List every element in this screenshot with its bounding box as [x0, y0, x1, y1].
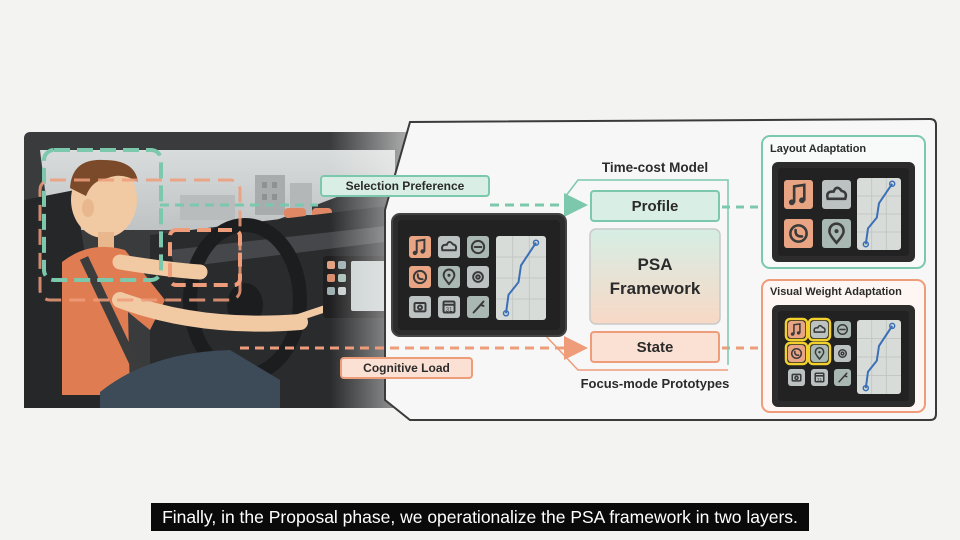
carrot-icon — [467, 296, 489, 318]
psa-framework-node: PSA Framework — [609, 255, 701, 298]
calendar-icon: 31 — [811, 369, 828, 386]
selection-preference-region — [42, 148, 163, 282]
camera-icon — [788, 369, 805, 386]
calendar-day-text: 31 — [446, 306, 453, 313]
cloud-icon — [822, 180, 851, 209]
cognitive-load-label: Cognitive Load — [340, 357, 473, 379]
music-icon — [784, 317, 809, 342]
settings-icon — [467, 266, 489, 288]
time-cost-model-label: Time-cost Model — [601, 159, 709, 175]
selection-preference-label: Selection Preference — [320, 175, 490, 197]
psa-framework-box — [589, 228, 721, 325]
time-cost-bracket — [564, 179, 729, 365]
calendar-icon: 31 — [438, 296, 460, 318]
state-node: State — [590, 331, 720, 363]
center-device-icons: 31 — [409, 236, 546, 320]
camera-icon — [409, 296, 431, 318]
visual-weight-adaptation-title: Visual Weight Adaptation — [770, 286, 902, 298]
radio-icon — [467, 236, 489, 258]
calendar-day-text: 31 — [817, 377, 823, 383]
location-pin-icon — [438, 266, 460, 288]
layout-adaptation-icons — [784, 178, 901, 250]
settings-icon — [834, 345, 851, 362]
location-pin-icon — [822, 219, 851, 248]
radio-icon — [834, 321, 851, 338]
carrot-icon — [834, 369, 851, 386]
layout-adaptation-title: Layout Adaptation — [770, 143, 867, 155]
map-route-icon — [857, 178, 901, 250]
map-route-icon — [496, 236, 546, 320]
phone-icon — [784, 341, 809, 366]
music-icon — [784, 180, 813, 209]
cognitive-load-region — [168, 228, 242, 287]
cloud-icon — [807, 317, 832, 342]
phone-icon — [784, 219, 813, 248]
music-icon — [409, 236, 431, 258]
visual-weight-icons: 31 — [784, 317, 901, 394]
touch-interaction-region — [38, 178, 242, 302]
location-pin-icon — [807, 341, 832, 366]
focus-mode-bracket — [544, 334, 728, 371]
subtitle-caption: Finally, in the Proposal phase, we opera… — [151, 503, 809, 531]
focus-mode-prototypes-label: Focus-mode Prototypes — [580, 375, 730, 391]
map-route-icon — [857, 320, 901, 394]
profile-node: Profile — [590, 190, 720, 222]
cloud-icon — [438, 236, 460, 258]
phone-icon — [409, 266, 431, 288]
